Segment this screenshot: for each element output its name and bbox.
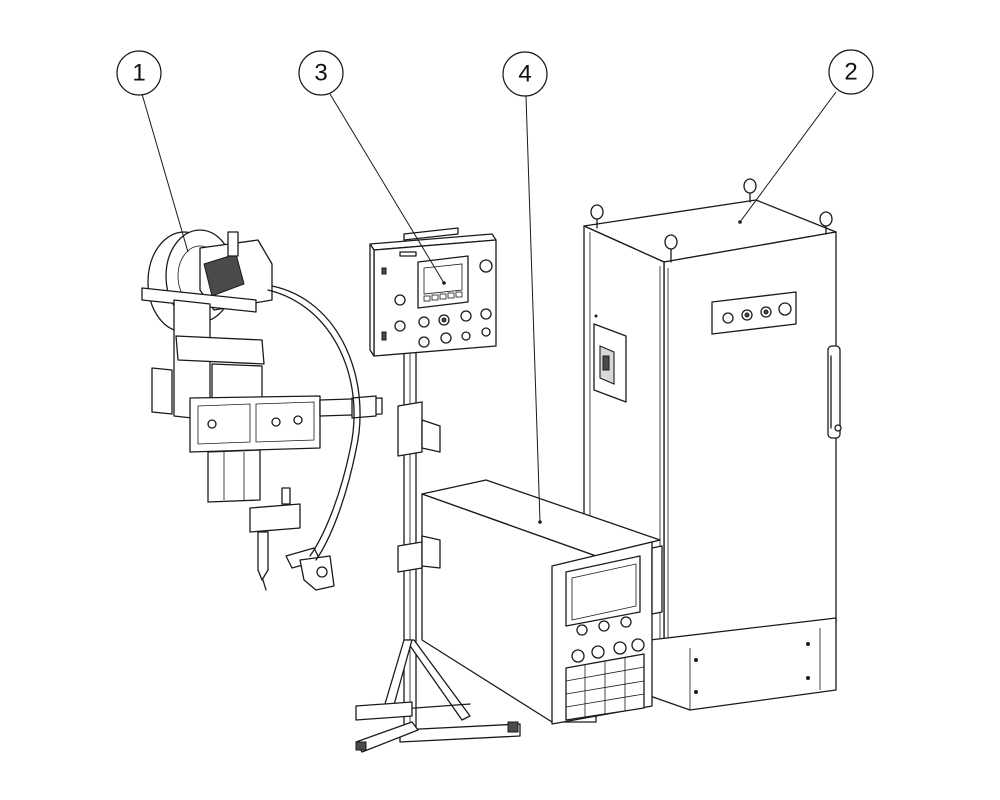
callout-leader-1 bbox=[141, 93, 189, 253]
main-switch-icon bbox=[593, 323, 627, 403]
vent-grille bbox=[565, 653, 645, 721]
callout-3: 3 bbox=[298, 50, 344, 96]
svg-text:4: 4 bbox=[518, 61, 531, 88]
welding-head-assembly bbox=[141, 229, 383, 591]
pendant-knob-icon bbox=[394, 259, 493, 348]
lifting-eye-icon bbox=[590, 178, 833, 263]
callout-1: 1 bbox=[116, 50, 162, 96]
callout-leader-2 bbox=[739, 91, 837, 223]
cabinet-button-strip bbox=[711, 291, 797, 335]
callout-4: 4 bbox=[502, 51, 548, 97]
welding-power-source bbox=[421, 479, 663, 725]
callout-balloons: 1 3 4 2 bbox=[116, 49, 874, 523]
callout-2: 2 bbox=[828, 49, 874, 95]
power-source-knob-icon bbox=[571, 616, 645, 663]
pendant-control-panel bbox=[355, 227, 521, 753]
svg-text:3: 3 bbox=[314, 60, 327, 87]
svg-text:1: 1 bbox=[132, 60, 145, 87]
svg-text:2: 2 bbox=[844, 59, 857, 86]
door-handle-icon bbox=[827, 345, 842, 439]
callout-leader-4 bbox=[525, 95, 541, 523]
callout-leader-3 bbox=[329, 93, 445, 284]
